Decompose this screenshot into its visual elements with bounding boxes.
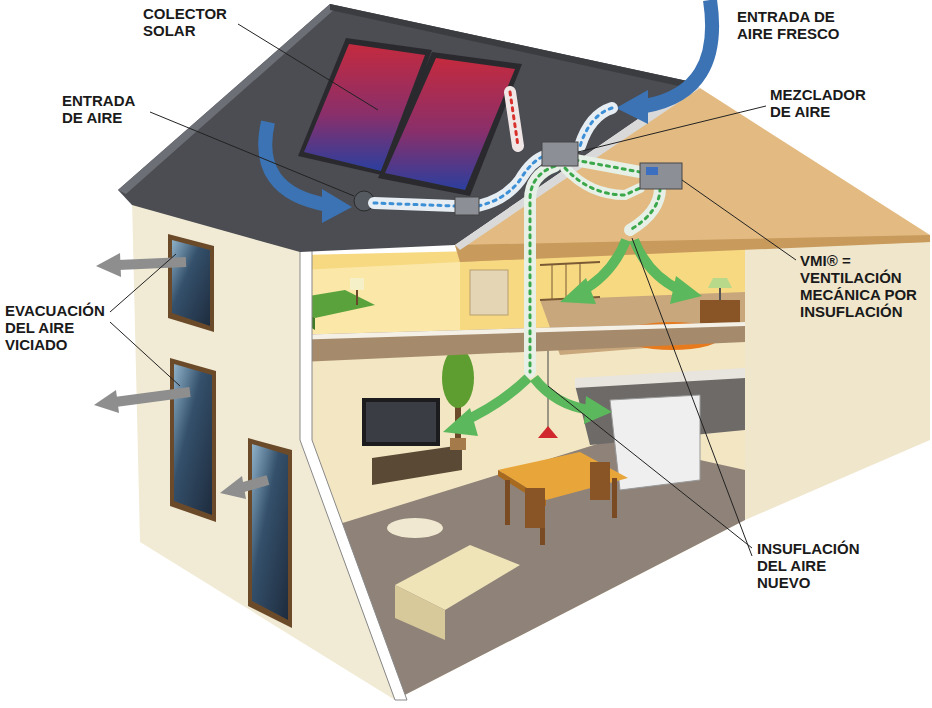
callout-label: INSUFLACIÓN DEL AIRE NUEVO bbox=[757, 540, 867, 591]
callout-label: ENTRADA DE AIRE FRESCO bbox=[737, 8, 849, 42]
callout-label: MEZCLADOR DE AIRE bbox=[770, 86, 874, 120]
callout-label: VMI® = VENTILACIÓN MECÁNICA POR INSUFLAC… bbox=[800, 252, 922, 320]
callout-label: EVACUACIÓN DEL AIRE VICIADO bbox=[5, 302, 111, 353]
callout-label: ENTRADA DE AIRE bbox=[62, 92, 148, 126]
callout-label: COLECTOR SOLAR bbox=[143, 5, 241, 39]
